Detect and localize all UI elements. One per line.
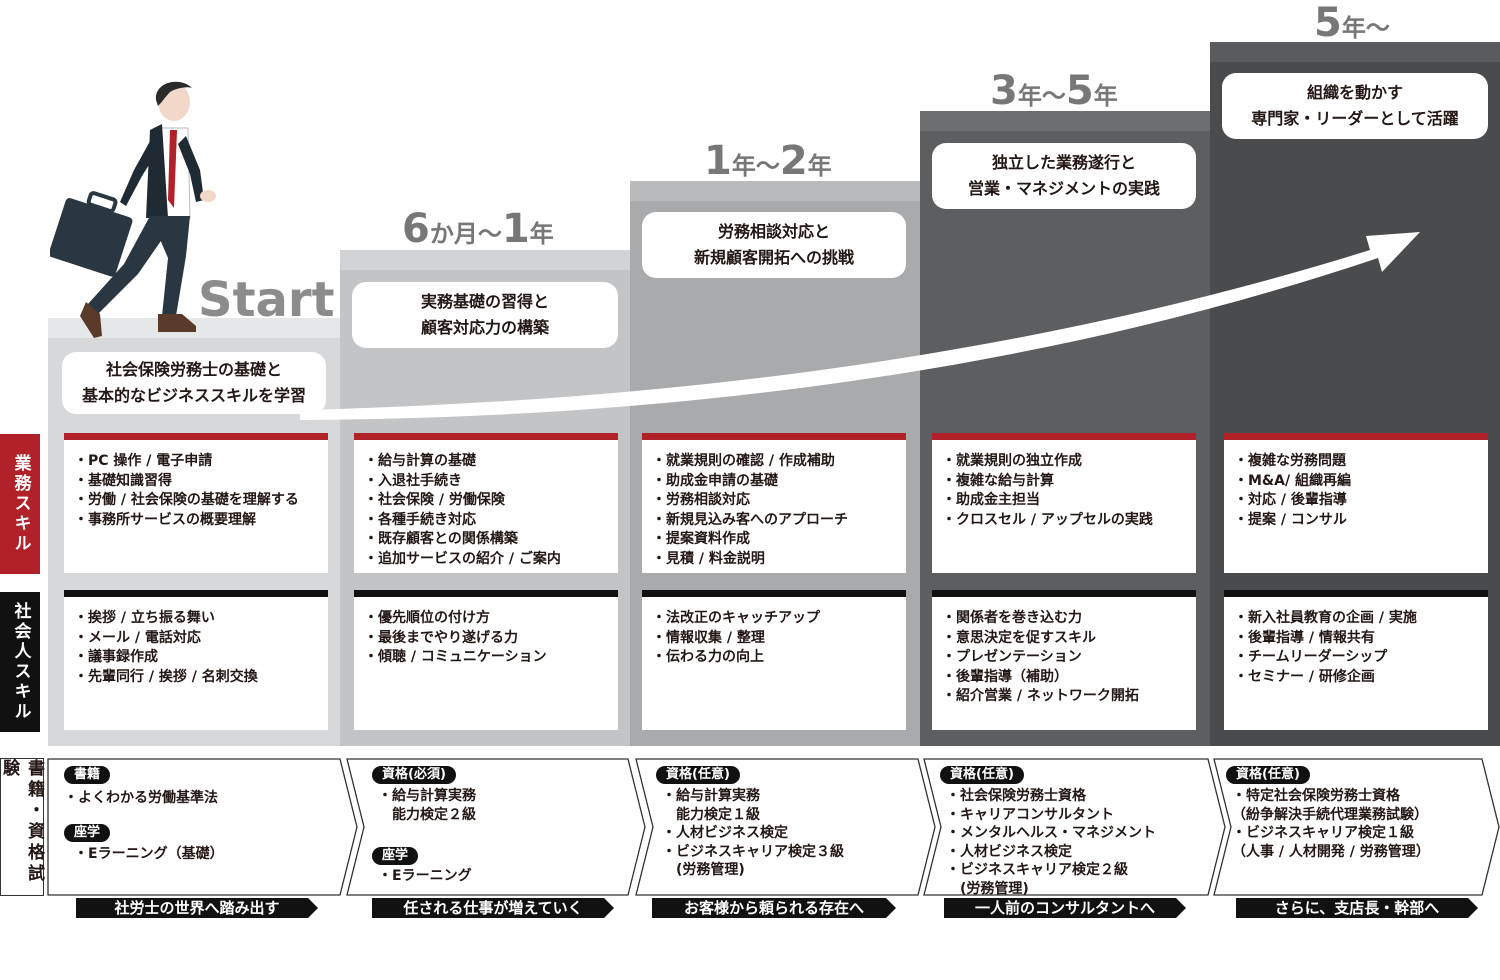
list-item: ・新入社員教育の企画 / 実施	[1234, 610, 1417, 626]
list-item: ・PC 操作 / 電子申請	[74, 453, 213, 469]
stage-4-banner: 一人前のコンサルタントへ	[944, 898, 1186, 918]
list-item: ・助成金申請の基礎	[652, 472, 778, 489]
list-item: ・傾聴 / コミュニケーション	[364, 649, 547, 665]
stage-1-cert-tag-1: 書籍	[64, 766, 111, 784]
list-item: ・労務相談対応	[652, 492, 750, 508]
stage-2-business-skills: ・給与計算の基礎 ・入退社手続き ・社会保険 / 労働保険 ・各種手続き対応 ・…	[354, 433, 618, 573]
list-item: ・議事録作成	[74, 649, 158, 665]
list-item: ・基礎知識習得	[74, 472, 172, 489]
list-item: ・複雑な労務問題	[1234, 453, 1346, 469]
list-item: ・給与計算の基礎	[364, 453, 476, 469]
business-skill-label: 業務スキル	[0, 434, 40, 574]
list-item: ・優先順位の付け方	[364, 610, 490, 626]
list-item: ・チームリーダーシップ	[1234, 649, 1388, 665]
stage-5-goal: 組織を動かす専門家・リーダーとして活躍	[1222, 73, 1488, 139]
list-item: ・M&A/ 組織再編	[1234, 472, 1351, 489]
list-item: ・セミナー / 研修企画	[1234, 668, 1375, 685]
list-item: ・最後までやり遂げる力	[364, 629, 518, 646]
stage-3-cert-items-1: ・給与計算実務 能力検定１級 ・人材ビジネス検定 ・ビジネスキャリア検定３級 (…	[662, 788, 844, 878]
list-item: ・意思決定を促すスキル	[942, 629, 1096, 646]
stage-3-goal: 労務相談対応と新規顧客開拓への挑戦	[642, 212, 906, 278]
list-item: ・事務所サービスの概要理解	[74, 511, 256, 528]
list-item: ・後輩指導 / 情報共有	[1234, 629, 1375, 646]
stage-3-banner: お客様から頼られる存在へ	[652, 898, 896, 918]
stage-2-cert-tag-2: 座学	[372, 847, 419, 865]
list-item: ・クロスセル / アップセルの実践	[942, 511, 1153, 528]
list-item: ・関係者を巻き込む力	[942, 610, 1082, 626]
list-item: ・後輩指導（補助）	[942, 668, 1068, 685]
list-item: ・法改正のキャッチアップ	[652, 610, 820, 626]
stage-1-business-skills: ・PC 操作 / 電子申請 ・基礎知識習得 ・労働 / 社会保険の基礎を理解する…	[64, 433, 328, 573]
list-item: ・追加サービスの紹介 / ご案内	[364, 550, 561, 567]
list-item: ・先輩同行 / 挨拶 / 名刺交換	[74, 668, 258, 685]
stage-1-cert-items-1: ・よくわかる労働基準法	[64, 790, 218, 806]
list-item: ・新規見込み客へのアプローチ	[652, 511, 848, 528]
list-item: ・入退社手続き	[364, 472, 462, 489]
list-item: ・紹介営業 / ネットワーク開拓	[942, 688, 1139, 704]
list-item: ・複雑な給与計算	[942, 472, 1054, 489]
stage-3-business-skills: ・就業規則の確認 / 作成補助 ・助成金申請の基礎 ・労務相談対応 ・新規見込み…	[642, 433, 906, 573]
stage-2-cert-items-1: ・給与計算実務 能力検定２級	[378, 788, 476, 823]
list-item: ・提案 / コンサル	[1234, 511, 1347, 528]
list-item: ・各種手続き対応	[364, 511, 476, 528]
list-item: ・プレゼンテーション	[942, 649, 1082, 665]
stage-4-cert-tag-1: 資格(任意)	[940, 766, 1024, 784]
stage-5-social-skills: ・新入社員教育の企画 / 実施 ・後輩指導 / 情報共有 ・チームリーダーシップ…	[1224, 590, 1488, 730]
stage-1-goal: 社会保険労務士の基礎と基本的なビジネススキルを学習	[62, 352, 326, 414]
list-item: ・挨拶 / 立ち振る舞い	[74, 610, 215, 626]
stage-2-banner: 任される仕事が増えていく	[372, 898, 614, 918]
stage-1-banner: 社労士の世界へ踏み出す	[76, 898, 318, 918]
period-label-5: 5年～	[1314, 0, 1390, 46]
stage-4-goal: 独立した業務遂行と営業・マネジメントの実践	[932, 143, 1196, 209]
stage-4-cert-items-1: ・社会保険労務士資格 ・キャリアコンサルタント ・メンタルヘルス・マネジメント …	[946, 788, 1156, 897]
stage-2-cert-tag-1: 資格(必須)	[372, 766, 456, 784]
stage-4-social-skills: ・関係者を巻き込む力 ・意思決定を促すスキル ・プレゼンテーション ・後輩指導（…	[932, 590, 1196, 730]
list-item: ・就業規則の独立作成	[942, 453, 1082, 469]
stage-3-cert-tag-1: 資格(任意)	[656, 766, 740, 784]
stage-4-business-skills: ・就業規則の独立作成 ・複雑な給与計算 ・助成金主担当 ・クロスセル / アップ…	[932, 433, 1196, 573]
list-item: ・メール / 電話対応	[74, 629, 201, 646]
stage-2-social-skills: ・優先順位の付け方 ・最後までやり遂げる力 ・傾聴 / コミュニケーション	[354, 590, 618, 730]
list-item: ・社会保険 / 労働保険	[364, 492, 505, 508]
stage-5-cert-items-1: ・特定社会保険労務士資格 （紛争解決手続代理業務試験） ・ビジネスキャリア検定１…	[1232, 788, 1430, 860]
stage-2-cert-items-2: ・Eラーニング	[378, 868, 472, 884]
list-item: ・対応 / 後輩指導	[1234, 492, 1347, 508]
stage-3-social-skills: ・法改正のキャッチアップ ・情報収集 / 整理 ・伝わる力の向上	[642, 590, 906, 730]
list-item: ・情報収集 / 整理	[652, 629, 765, 646]
start-label: Start	[198, 272, 335, 328]
list-item: ・就業規則の確認 / 作成補助	[652, 453, 835, 469]
stage-5-cert-tag-1: 資格(任意)	[1226, 766, 1310, 784]
list-item: ・見積 / 料金説明	[652, 550, 765, 567]
stage-2-goal: 実務基礎の習得と顧客対応力の構築	[352, 282, 618, 348]
stage-5-business-skills: ・複雑な労務問題 ・M&A/ 組織再編 ・対応 / 後輩指導 ・提案 / コンサ…	[1224, 433, 1488, 573]
stage-1-cert-items-2: ・Eラーニング（基礎）	[74, 846, 224, 862]
list-item: ・既存顧客との関係構築	[364, 531, 518, 547]
list-item: ・伝わる力の向上	[652, 649, 764, 665]
period-label-4: 3年～5年	[990, 68, 1118, 114]
running-businessman-illustration	[50, 81, 216, 338]
period-label-3: 1年～2年	[704, 138, 832, 184]
period-label-2: 6か月～1年	[402, 206, 554, 252]
stage-1-social-skills: ・挨拶 / 立ち振る舞い ・メール / 電話対応 ・議事録作成 ・先輩同行 / …	[64, 590, 328, 730]
list-item: ・助成金主担当	[942, 492, 1040, 508]
stage-1-cert-tag-2: 座学	[64, 824, 111, 842]
social-skill-label: 社会人スキル	[0, 592, 40, 732]
list-item: ・提案資料作成	[652, 531, 750, 547]
stage-5-banner: さらに、支店長・幹部へ	[1236, 898, 1478, 918]
books-cert-label: 書籍・資格試験	[0, 758, 44, 896]
list-item: ・労働 / 社会保険の基礎を理解する	[74, 492, 299, 508]
